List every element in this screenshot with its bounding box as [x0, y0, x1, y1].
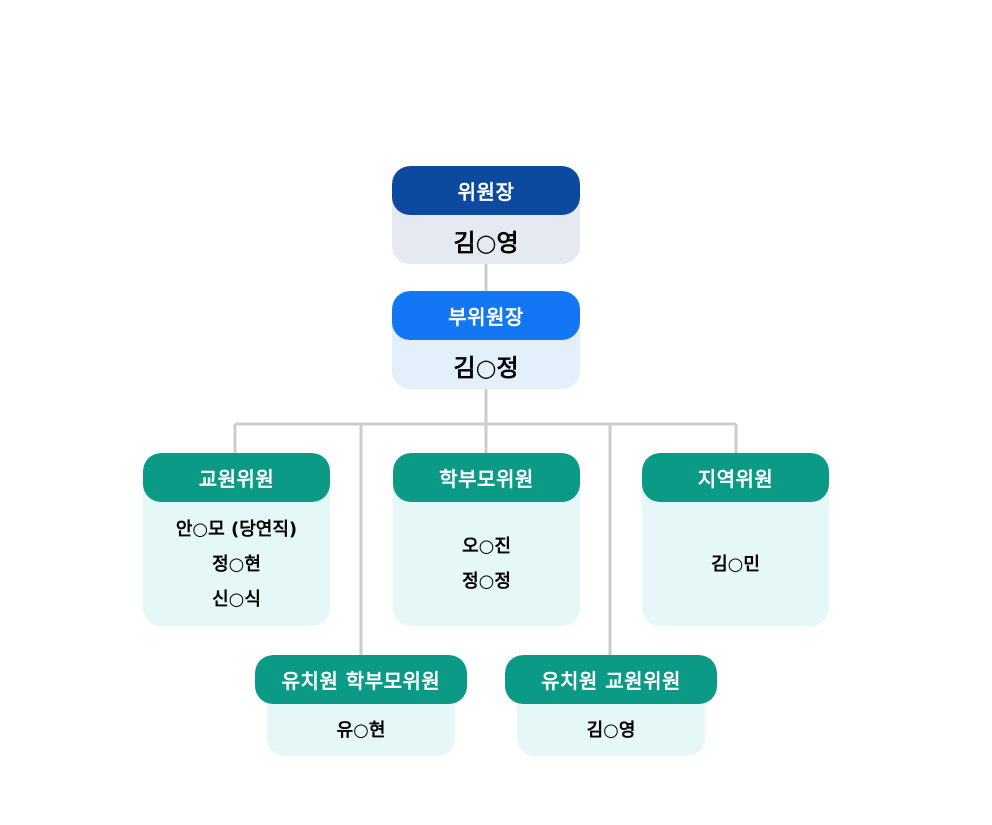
- teacher-committee-members: 안○모 (당연직) 정○현 신○식: [143, 502, 330, 626]
- kinder-teacher-committee-box: 유치원 교원위원 김○영: [505, 655, 717, 756]
- teacher-committee-title: 교원위원: [143, 453, 330, 502]
- member-name: 정○현: [212, 553, 261, 575]
- member-name: 김○영: [586, 719, 636, 741]
- community-committee-title: 지역위원: [642, 453, 829, 502]
- kinder-teacher-committee-title: 유치원 교원위원: [505, 655, 717, 704]
- parent-committee-title: 학부모위원: [393, 453, 580, 502]
- parent-committee-box: 학부모위원 오○진 정○정: [393, 453, 580, 626]
- kinder-parent-committee-title: 유치원 학부모위원: [255, 655, 467, 704]
- member-name: 김○민: [711, 553, 760, 575]
- chair-title: 위원장: [392, 166, 580, 215]
- parent-committee-members: 오○진 정○정: [393, 502, 580, 626]
- member-name: 오○진: [462, 536, 511, 557]
- member-name: 안○모 (당연직): [175, 518, 298, 540]
- kinder-parent-committee-box: 유치원 학부모위원 유○현: [255, 655, 467, 756]
- vice-chair-box: 부위원장 김○정: [392, 291, 580, 389]
- teacher-committee-box: 교원위원 안○모 (당연직) 정○현 신○식: [143, 453, 330, 626]
- chair-name: 김○영: [453, 228, 519, 257]
- community-committee-box: 지역위원 김○민: [642, 453, 829, 626]
- vice-chair-name: 김○정: [453, 353, 519, 382]
- vice-chair-title: 부위원장: [392, 291, 580, 340]
- chair-box: 위원장 김○영: [392, 166, 580, 264]
- kinder-parent-committee-members: 유○현: [255, 704, 467, 756]
- member-name: 유○현: [336, 719, 386, 741]
- member-name: 정○정: [462, 571, 511, 592]
- kinder-teacher-committee-members: 김○영: [505, 704, 717, 756]
- member-name: 신○식: [212, 588, 261, 610]
- community-committee-members: 김○민: [642, 502, 829, 626]
